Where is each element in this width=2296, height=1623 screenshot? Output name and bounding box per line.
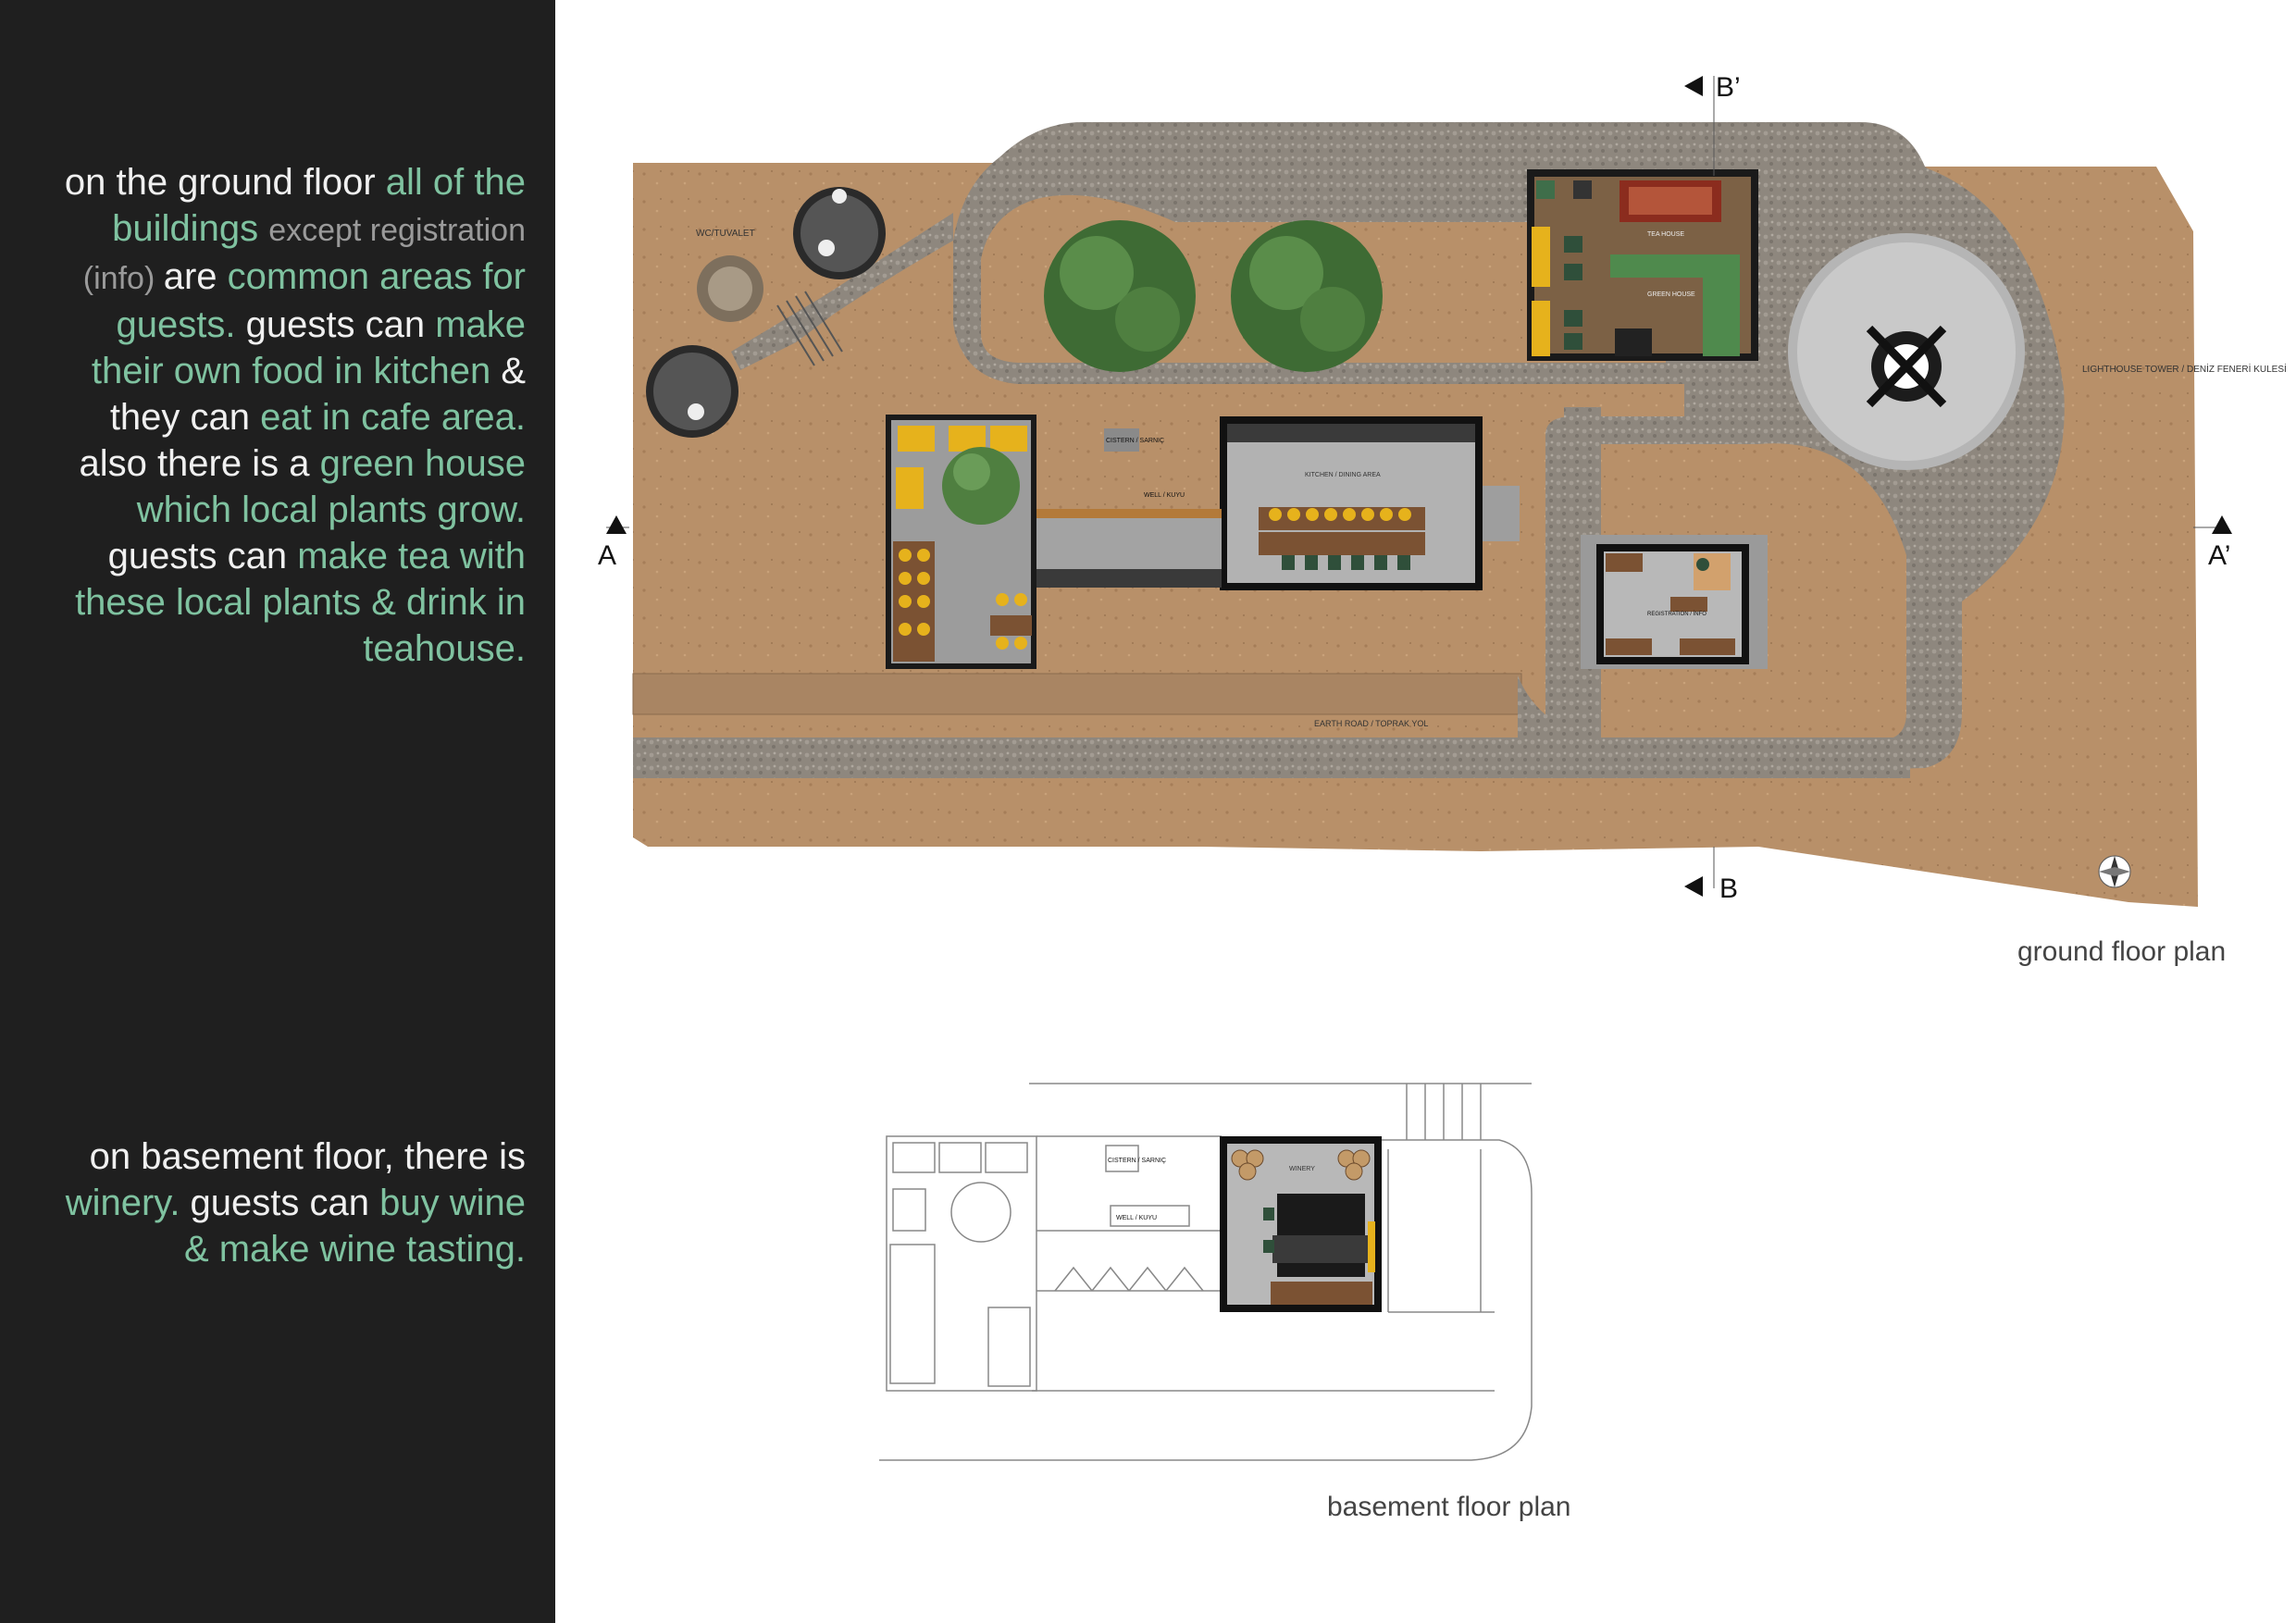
description-segment: make tea with these local plants & drink… (75, 536, 526, 669)
well-circle (697, 255, 763, 322)
description-segment: common areas for guests. (116, 256, 526, 345)
section-marker-b: B (1684, 873, 1738, 904)
ground-floor-description: on the ground floor all of the buildings… (44, 159, 526, 672)
wc-label: WC/TUVALET (696, 229, 755, 239)
svg-text:WINERY: WINERY (1289, 1166, 1315, 1172)
svg-text:A: A (598, 540, 616, 571)
earth-road-label: EARTH ROAD / TOPRAK YOL (1314, 719, 1428, 728)
description-segment: are (163, 256, 228, 297)
ground-floor-caption: ground floor plan (2017, 936, 2227, 967)
description-segment: & they can (109, 351, 526, 438)
sidebar-panel: on the ground floor all of the buildings… (0, 0, 555, 1623)
winery-room: WINERY (1220, 1136, 1382, 1312)
cistern: CISTERN / SARNIÇ (1104, 428, 1164, 452)
description-segment: also there is a (79, 443, 320, 484)
gravel-path-ring (1906, 162, 2065, 601)
basement-well-label: WELL / KUYU (1116, 1215, 1157, 1221)
north-arrow-icon (2098, 855, 2131, 888)
basement-floor-caption: basement floor plan (1327, 1492, 1571, 1522)
gravel-path-wc (731, 213, 953, 370)
svg-text:A’: A’ (2208, 540, 2230, 571)
svg-text:GREEN HOUSE: GREEN HOUSE (1647, 291, 1695, 298)
section-marker-b-prime: B’ (1684, 72, 1741, 103)
description-segment: on basement floor, there is (89, 1136, 526, 1177)
wc-unit-top (793, 187, 886, 279)
stairs (776, 291, 843, 366)
svg-text:TEA HOUSE: TEA HOUSE (1647, 231, 1684, 238)
earth-road-upper (632, 673, 1522, 715)
description-segment: buy wine & make wine tasting. (183, 1183, 526, 1270)
svg-text:B’: B’ (1716, 72, 1741, 103)
description-segment: make their own food in kitchen (91, 304, 526, 391)
svg-text:B: B (1719, 873, 1738, 904)
description-segment: except registration (info) (82, 213, 526, 296)
description-segment: winery. (65, 1183, 191, 1223)
svg-text:REGISTRATION / İNFO: REGISTRATION / İNFO (1647, 611, 1706, 617)
basement-cistern-label: CISTERN / SARNIÇ (1108, 1158, 1166, 1164)
description-segment: on the ground floor (64, 162, 386, 203)
section-marker-a: A (598, 515, 627, 571)
wc-unit-bottom (646, 345, 738, 438)
svg-text:KITCHEN / DINING AREA: KITCHEN / DINING AREA (1305, 472, 1381, 478)
well-label: WELL / KUYU (1144, 492, 1185, 499)
description-segment: guests can (245, 304, 436, 345)
description-segment: guests can (107, 536, 298, 576)
svg-text:CISTERN / SARNIÇ: CISTERN / SARNIÇ (1106, 438, 1164, 444)
description-segment: eat in cafe area. (260, 397, 526, 438)
tree-1 (1044, 220, 1196, 372)
teahouse-building: TEA HOUSE GREEN HOUSE (1527, 169, 1758, 361)
svg-text:LIGHTHOUSE TOWER / DENİZ FENER: LIGHTHOUSE TOWER / DENİZ FENERİ KULESİ (2082, 363, 2287, 375)
description-segment: guests can (190, 1183, 380, 1223)
cafe-area (886, 415, 1036, 669)
section-marker-a-prime: A’ (2208, 515, 2232, 571)
tree-2 (1231, 220, 1383, 372)
lighthouse-tower: LIGHTHOUSE TOWER / DENİZ FENERİ KULESİ (1788, 233, 2287, 470)
description-segment: all of the buildings (112, 162, 526, 249)
kitchen-dining-building: KITCHEN / DINING AREA (1220, 416, 1483, 590)
basement-floor-description: on basement floor, there is winery. gues… (44, 1134, 526, 1272)
registration-building: REGISTRATION / İNFO (1581, 535, 1768, 669)
description-segment: green house which local plants grow. (136, 443, 526, 530)
